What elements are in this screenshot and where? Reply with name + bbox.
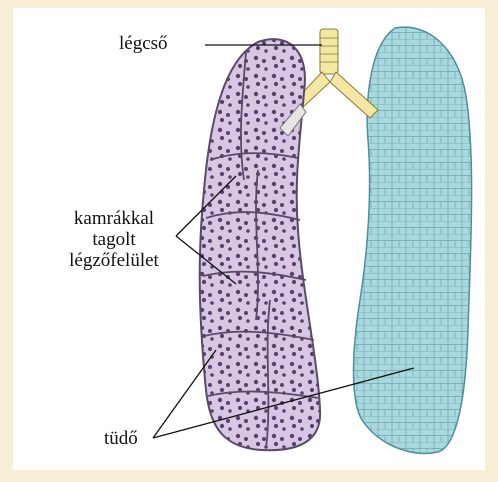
left-lung-section <box>200 39 320 450</box>
chambered-surface-label-line2: tagolt <box>40 229 188 250</box>
chambered-surface-label: kamrákkal tagolt légzőfelület <box>40 208 188 271</box>
chambered-surface-label-line1: kamrákkal <box>40 208 188 229</box>
trachea-label: légcső <box>119 33 168 54</box>
right-lung-surface <box>354 27 472 453</box>
chambered-surface-label-line3: légzőfelület <box>40 250 188 271</box>
lung-label: tüdő <box>104 428 138 449</box>
